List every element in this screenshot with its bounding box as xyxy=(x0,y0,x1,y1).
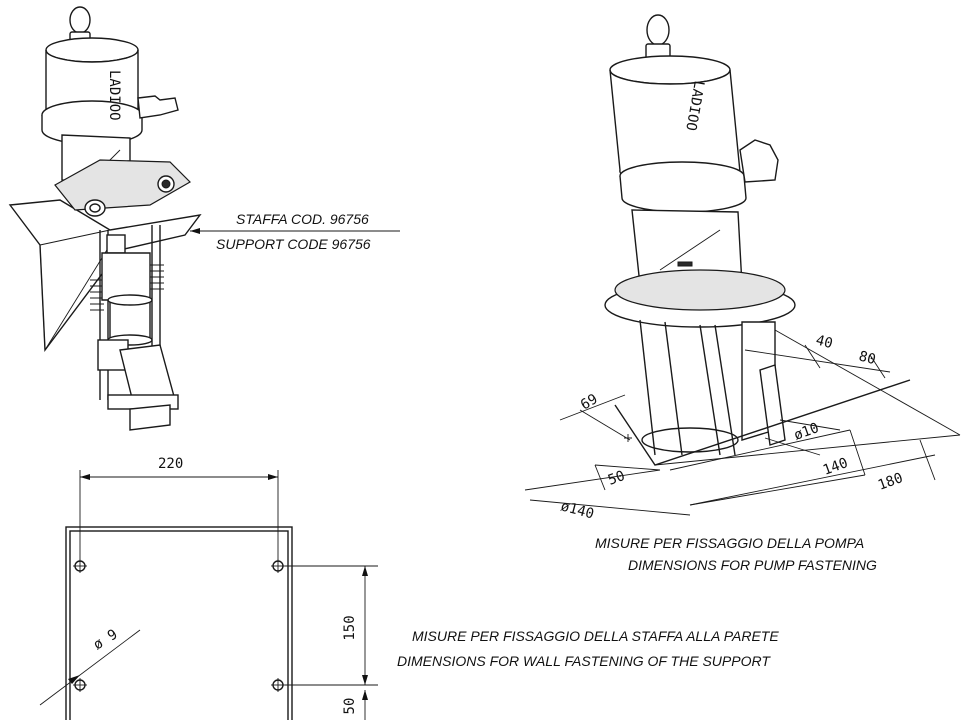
pump-fastening-title-it: MISURE PER FISSAGGIO DELLA POMPA xyxy=(595,535,864,551)
eye-bolt-right xyxy=(646,14,670,46)
wall-plate xyxy=(65,526,293,720)
support-callout: STAFFA COD. 96756 SUPPORT CODE 96756 xyxy=(190,211,400,252)
pump-fastening-drawing: LADIOO xyxy=(604,14,796,456)
support-label-en: SUPPORT CODE 96756 xyxy=(216,236,371,252)
wall-fastening-title-en: DIMENSIONS FOR WALL FASTENING OF THE SUP… xyxy=(397,653,771,669)
support-label-it: STAFFA COD. 96756 xyxy=(236,211,369,227)
dim-hole-9: ø 9 xyxy=(91,626,121,653)
air-fitting-left xyxy=(137,95,179,119)
dim-dia-140: ø140 xyxy=(559,498,596,522)
dim-40: 40 xyxy=(814,332,834,352)
dim-80: 80 xyxy=(857,348,877,368)
air-fitting-right xyxy=(739,139,779,183)
pump-fastening-title-en: DIMENSIONS FOR PUMP FASTENING xyxy=(628,557,877,573)
pump-with-support-drawing: LADIOO xyxy=(8,6,202,431)
mounting-holes xyxy=(73,559,285,692)
dim-height-150: 150 xyxy=(342,615,358,640)
eye-bolt xyxy=(69,6,91,34)
brand-label-left: LADIOO xyxy=(106,70,122,121)
dim-hole-10: ø10 xyxy=(792,420,821,444)
dim-50: 50 xyxy=(606,468,627,489)
dim-180: 180 xyxy=(876,470,905,494)
floor-fastening-dimensions: 40 80 69 ø10 50 140 180 ø140 xyxy=(524,329,961,523)
pump-base-flange xyxy=(54,159,191,211)
dim-bottom-50: 50 xyxy=(342,698,358,715)
wall-plate-drawing: 220 150 50 ø 9 xyxy=(39,456,378,720)
wall-fastening-title-it: MISURE PER FISSAGGIO DELLA STAFFA ALLA P… xyxy=(412,628,779,644)
dim-69: 69 xyxy=(578,391,601,413)
dim-width-220: 220 xyxy=(158,456,183,472)
